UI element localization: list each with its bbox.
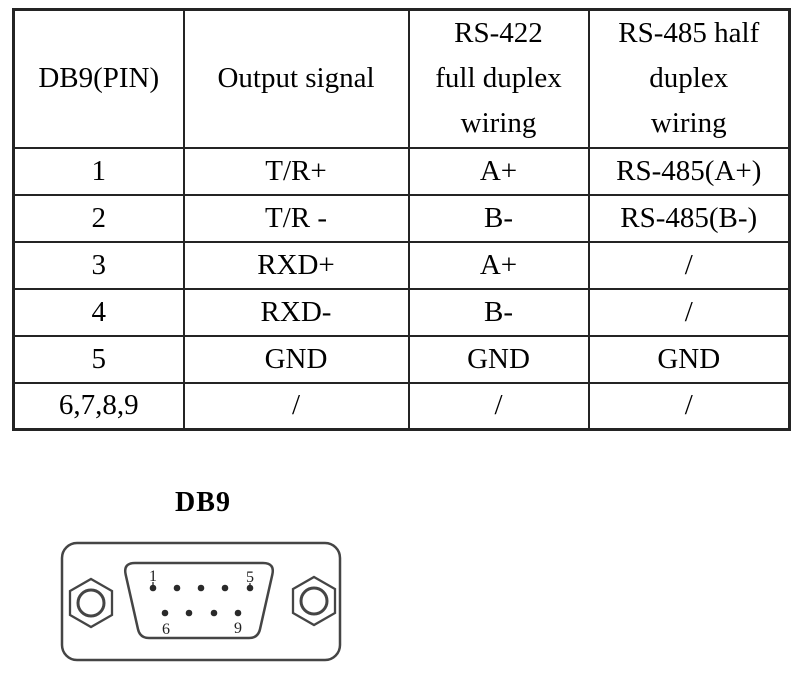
pin-dot-1 <box>149 584 157 592</box>
db9-pinout-table: DB9(PIN) Output signal RS-422 full duple… <box>12 8 791 431</box>
screw-hex-left <box>68 577 114 629</box>
header-rs422-wiring: RS-422 full duplex wiring <box>407 8 590 149</box>
cell-pin: 2 <box>12 193 185 243</box>
table-row: 3 RXD+ A+ / <box>12 240 791 290</box>
table-row: 2 T/R - B- RS-485(B-) <box>12 193 791 243</box>
cell-output: RXD+ <box>182 240 410 290</box>
header-row: DB9(PIN) Output signal RS-422 full duple… <box>12 8 791 149</box>
pin-label-5: 5 <box>246 569 254 586</box>
pin-dot-2 <box>173 584 181 592</box>
cell-pin: 5 <box>12 334 185 384</box>
connector-body <box>60 541 342 662</box>
table-row: 5 GND GND GND <box>12 334 791 384</box>
cell-pin: 6,7,8,9 <box>12 381 185 431</box>
db9-connector-diagram: 1 5 6 9 <box>60 541 342 662</box>
header-db9-pin: DB9(PIN) <box>12 8 185 149</box>
pin-label-9: 9 <box>234 620 242 637</box>
cell-rs485: RS-485(A+) <box>587 146 791 196</box>
cell-output: T/R+ <box>182 146 410 196</box>
cell-rs485: / <box>587 287 791 337</box>
pin-dot-8 <box>210 609 218 617</box>
screw-ring-left <box>76 588 106 618</box>
cell-output: / <box>182 381 410 431</box>
pin-dot-9 <box>234 609 242 617</box>
cell-rs422: A+ <box>407 240 590 290</box>
cell-rs485: GND <box>587 334 791 384</box>
pin-dot-6 <box>161 609 169 617</box>
cell-rs422: GND <box>407 334 590 384</box>
pin-dot-4 <box>221 584 229 592</box>
pin-dot-7 <box>185 609 193 617</box>
pin-label-1: 1 <box>149 568 157 585</box>
cell-rs422: B- <box>407 193 590 243</box>
cell-rs485: / <box>587 240 791 290</box>
cell-rs422: A+ <box>407 146 590 196</box>
cell-output: GND <box>182 334 410 384</box>
dsub-shroud <box>124 561 274 640</box>
pin-dot-3 <box>197 584 205 592</box>
table-row: 6,7,8,9 / / / <box>12 381 791 431</box>
screw-ring-right <box>299 586 329 616</box>
cell-output: T/R - <box>182 193 410 243</box>
pin-dot-5 <box>246 584 254 592</box>
table-row: 1 T/R+ A+ RS-485(A+) <box>12 146 791 196</box>
header-rs485-wiring: RS-485 half duplex wiring <box>587 8 791 149</box>
screw-hex-right <box>291 575 337 627</box>
header-output-signal: Output signal <box>182 8 410 149</box>
pin-label-6: 6 <box>162 621 170 638</box>
cell-pin: 1 <box>12 146 185 196</box>
cell-pin: 4 <box>12 287 185 337</box>
cell-rs422: B- <box>407 287 590 337</box>
cell-output: RXD- <box>182 287 410 337</box>
cell-pin: 3 <box>12 240 185 290</box>
cell-rs422: / <box>407 381 590 431</box>
table-row: 4 RXD- B- / <box>12 287 791 337</box>
cell-rs485: / <box>587 381 791 431</box>
cell-rs485: RS-485(B-) <box>587 193 791 243</box>
db9-figure-title: DB9 <box>175 487 231 518</box>
